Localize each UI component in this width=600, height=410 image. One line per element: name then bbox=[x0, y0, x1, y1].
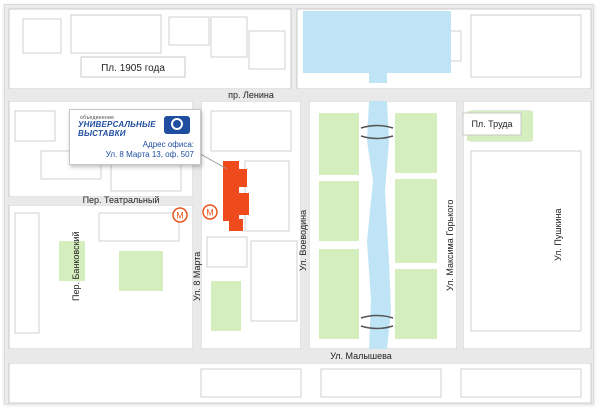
logo-line-2: ВЫСТАВКИ bbox=[78, 129, 126, 138]
roads bbox=[5, 89, 593, 363]
logo-badge-icon bbox=[164, 116, 190, 134]
logo-line-1: УНИВЕРСАЛЬНЫЕ bbox=[78, 120, 156, 129]
square-truda-box bbox=[462, 112, 522, 136]
street-bankovsky-label: Пер. Банковский bbox=[71, 231, 81, 301]
address-value: Ул. 8 Марта 13, оф. 507 bbox=[105, 150, 194, 159]
street-teatralny-label: Пер. Театральный bbox=[83, 195, 160, 205]
square-1905-box bbox=[80, 56, 186, 78]
street-gorkogo-label: Ул. Максима Горького bbox=[445, 200, 455, 291]
square-1905-label: Пл. 1905 года bbox=[101, 63, 165, 74]
logo-caption: объединение bbox=[80, 115, 115, 121]
map-frame: М М Пл. 1905 года Пл. Труда пр. Ленина П… bbox=[4, 4, 594, 404]
metro-marker-1: М bbox=[172, 207, 188, 223]
street-lenina-label: пр. Ленина bbox=[228, 90, 274, 100]
bridges bbox=[360, 124, 394, 330]
parks bbox=[59, 111, 533, 339]
city-map: М М Пл. 1905 года Пл. Труда пр. Ленина П… bbox=[5, 5, 593, 403]
metro-marker-2: М bbox=[202, 204, 218, 220]
water bbox=[303, 11, 451, 349]
metro-symbol: М bbox=[206, 208, 214, 218]
street-8marta-label: Ул. 8 Марта bbox=[192, 252, 202, 301]
address-label: Адрес офиса: bbox=[142, 140, 194, 149]
metro-symbol: М bbox=[176, 211, 184, 221]
office-building[interactable] bbox=[223, 161, 249, 231]
street-pushkina-label: Ул. Пушкина bbox=[553, 209, 563, 262]
square-truda-label: Пл. Труда bbox=[471, 119, 512, 129]
street-malysheva-label: Ул. Малышева bbox=[330, 351, 392, 361]
office-callout: объединение УНИВЕРСАЛЬНЫЕ ВЫСТАВКИ Адрес… bbox=[69, 109, 201, 165]
street-voevodina-label: Ул. Воеводина bbox=[298, 210, 308, 271]
